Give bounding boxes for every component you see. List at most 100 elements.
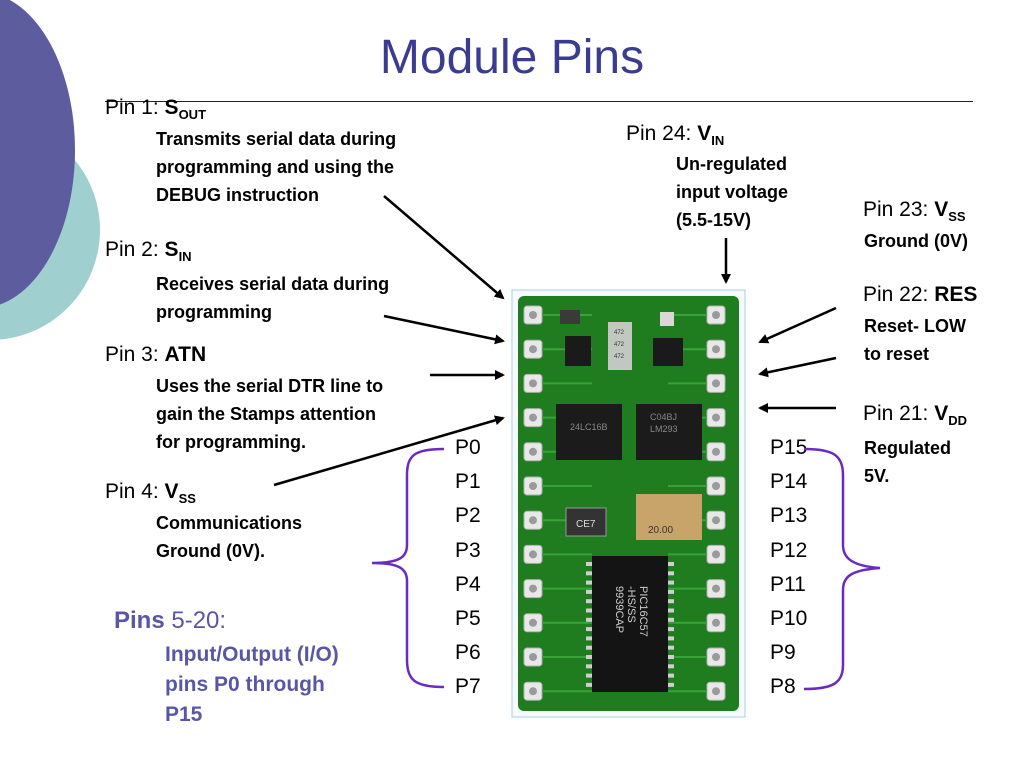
- pic-left-leg: [586, 617, 592, 622]
- io-pins-heading: Pins 5-20:: [114, 607, 227, 634]
- pin-label-p4: P4: [455, 572, 481, 596]
- pad-hole: [712, 413, 720, 422]
- eeprom-chip: [556, 404, 622, 460]
- pin-label-p13: P13: [770, 504, 808, 528]
- pic-label-3: 9939CAP: [613, 586, 625, 633]
- pic-left-leg: [586, 589, 592, 594]
- right-pin-list: P15 P14 P13 P12 P11 P10 P9 P8: [770, 431, 807, 705]
- pic-right-leg: [668, 589, 674, 594]
- pic-right-leg: [668, 664, 674, 669]
- pin4-label: Pin 4: VSS: [105, 480, 196, 506]
- eeprom-label: 24LC16B: [570, 422, 608, 432]
- pad-hole: [529, 653, 537, 661]
- pin1-label: Pin 1: SOUT: [105, 96, 207, 122]
- pad-hole: [529, 584, 537, 593]
- pcb: [518, 296, 739, 711]
- pin22-arrow: [758, 356, 837, 378]
- pic-right-leg: [668, 645, 674, 650]
- pin23-label: Pin 23: VSS: [863, 198, 966, 224]
- pic-label-2: -HS/SS: [625, 586, 637, 623]
- pic-right-leg: [668, 673, 674, 678]
- comparator-label: LM293: [650, 424, 678, 434]
- pin-label-p1: P1: [455, 470, 481, 494]
- smd-code-3: 472: [614, 354, 625, 360]
- pic-left-leg: [586, 664, 592, 669]
- pin-label-p7: P7: [455, 675, 481, 699]
- pad-hole: [529, 516, 537, 525]
- pin-label-p11: P11: [770, 572, 806, 596]
- left-bracket: [371, 447, 445, 689]
- capacitor-label: CE7: [576, 519, 596, 530]
- pic-left-leg: [586, 571, 592, 576]
- resistor-array: [608, 322, 632, 370]
- pin4-arrow: [273, 415, 505, 487]
- pin21-label: Pin 21: VDD: [863, 402, 968, 428]
- pad-hole: [529, 345, 537, 354]
- pin23-description: Ground (0V): [864, 231, 968, 251]
- pin-label-p2: P2: [455, 504, 481, 528]
- pad-hole: [712, 653, 720, 661]
- pin3-label: Pin 3: ATN: [105, 343, 207, 366]
- pin22-label: Pin 22: RES: [863, 283, 978, 306]
- right-bracket: [803, 447, 881, 691]
- pic-left-leg: [586, 608, 592, 613]
- capacitor: [565, 507, 607, 537]
- pad-hole: [712, 311, 720, 319]
- pin-label-p10: P10: [770, 607, 808, 631]
- pic-microcontroller: [592, 556, 668, 692]
- resonator: [636, 494, 702, 540]
- pic-right-leg: [668, 617, 674, 622]
- purple-circle: [0, 0, 75, 305]
- pin-label-p5: P5: [455, 607, 481, 631]
- regulator-transistor: [653, 338, 683, 366]
- smd-part: [660, 312, 674, 326]
- pad-hole: [712, 550, 720, 559]
- transistor-chip: [565, 336, 591, 366]
- pic-right-leg: [668, 562, 674, 566]
- pic-left-leg: [586, 655, 592, 659]
- pad-hole: [529, 550, 537, 559]
- pin23-arrow: [758, 306, 837, 344]
- pin2-label: Pin 2: SIN: [105, 238, 192, 264]
- pin-label-p0: P0: [455, 436, 481, 459]
- pin-label-p9: P9: [770, 641, 796, 665]
- pic-label-1: PIC16C57: [637, 586, 649, 637]
- pin-label-p8: P8: [770, 675, 796, 699]
- left-pin-list: P0 P1 P2 P3 P4 P5 P6 P7: [455, 431, 481, 705]
- comparator-code: C04BJ: [650, 412, 677, 422]
- pic-left-leg: [586, 562, 592, 566]
- pic-left-leg: [586, 627, 592, 632]
- pic-left-leg: [586, 645, 592, 650]
- pad-hole: [712, 687, 720, 696]
- pin-label-p14: P14: [770, 470, 808, 494]
- resonator-label: 20.00: [648, 525, 673, 536]
- pic-right-leg: [668, 636, 674, 641]
- pic-right-leg: [668, 599, 674, 604]
- pic-left-leg: [586, 580, 592, 585]
- pad-hole: [529, 482, 537, 490]
- pad-hole: [529, 687, 537, 696]
- pad-hole: [529, 311, 537, 319]
- pic-left-leg: [586, 673, 592, 678]
- pic-legs: [586, 562, 674, 687]
- pad-hole: [712, 618, 720, 627]
- pic-left-leg: [586, 599, 592, 604]
- pin-label-p12: P12: [770, 538, 808, 562]
- pic-right-leg: [668, 571, 674, 576]
- pic-right-leg: [668, 655, 674, 659]
- pic-left-leg: [586, 636, 592, 641]
- comparator-chip: [636, 404, 702, 460]
- pad-hole: [712, 584, 720, 593]
- pad-hole: [529, 618, 537, 627]
- pad-hole: [712, 345, 720, 354]
- pin-label-p3: P3: [455, 538, 481, 562]
- smd-component: [560, 310, 580, 324]
- pad-hole: [712, 379, 720, 388]
- pin2-arrow: [383, 314, 505, 345]
